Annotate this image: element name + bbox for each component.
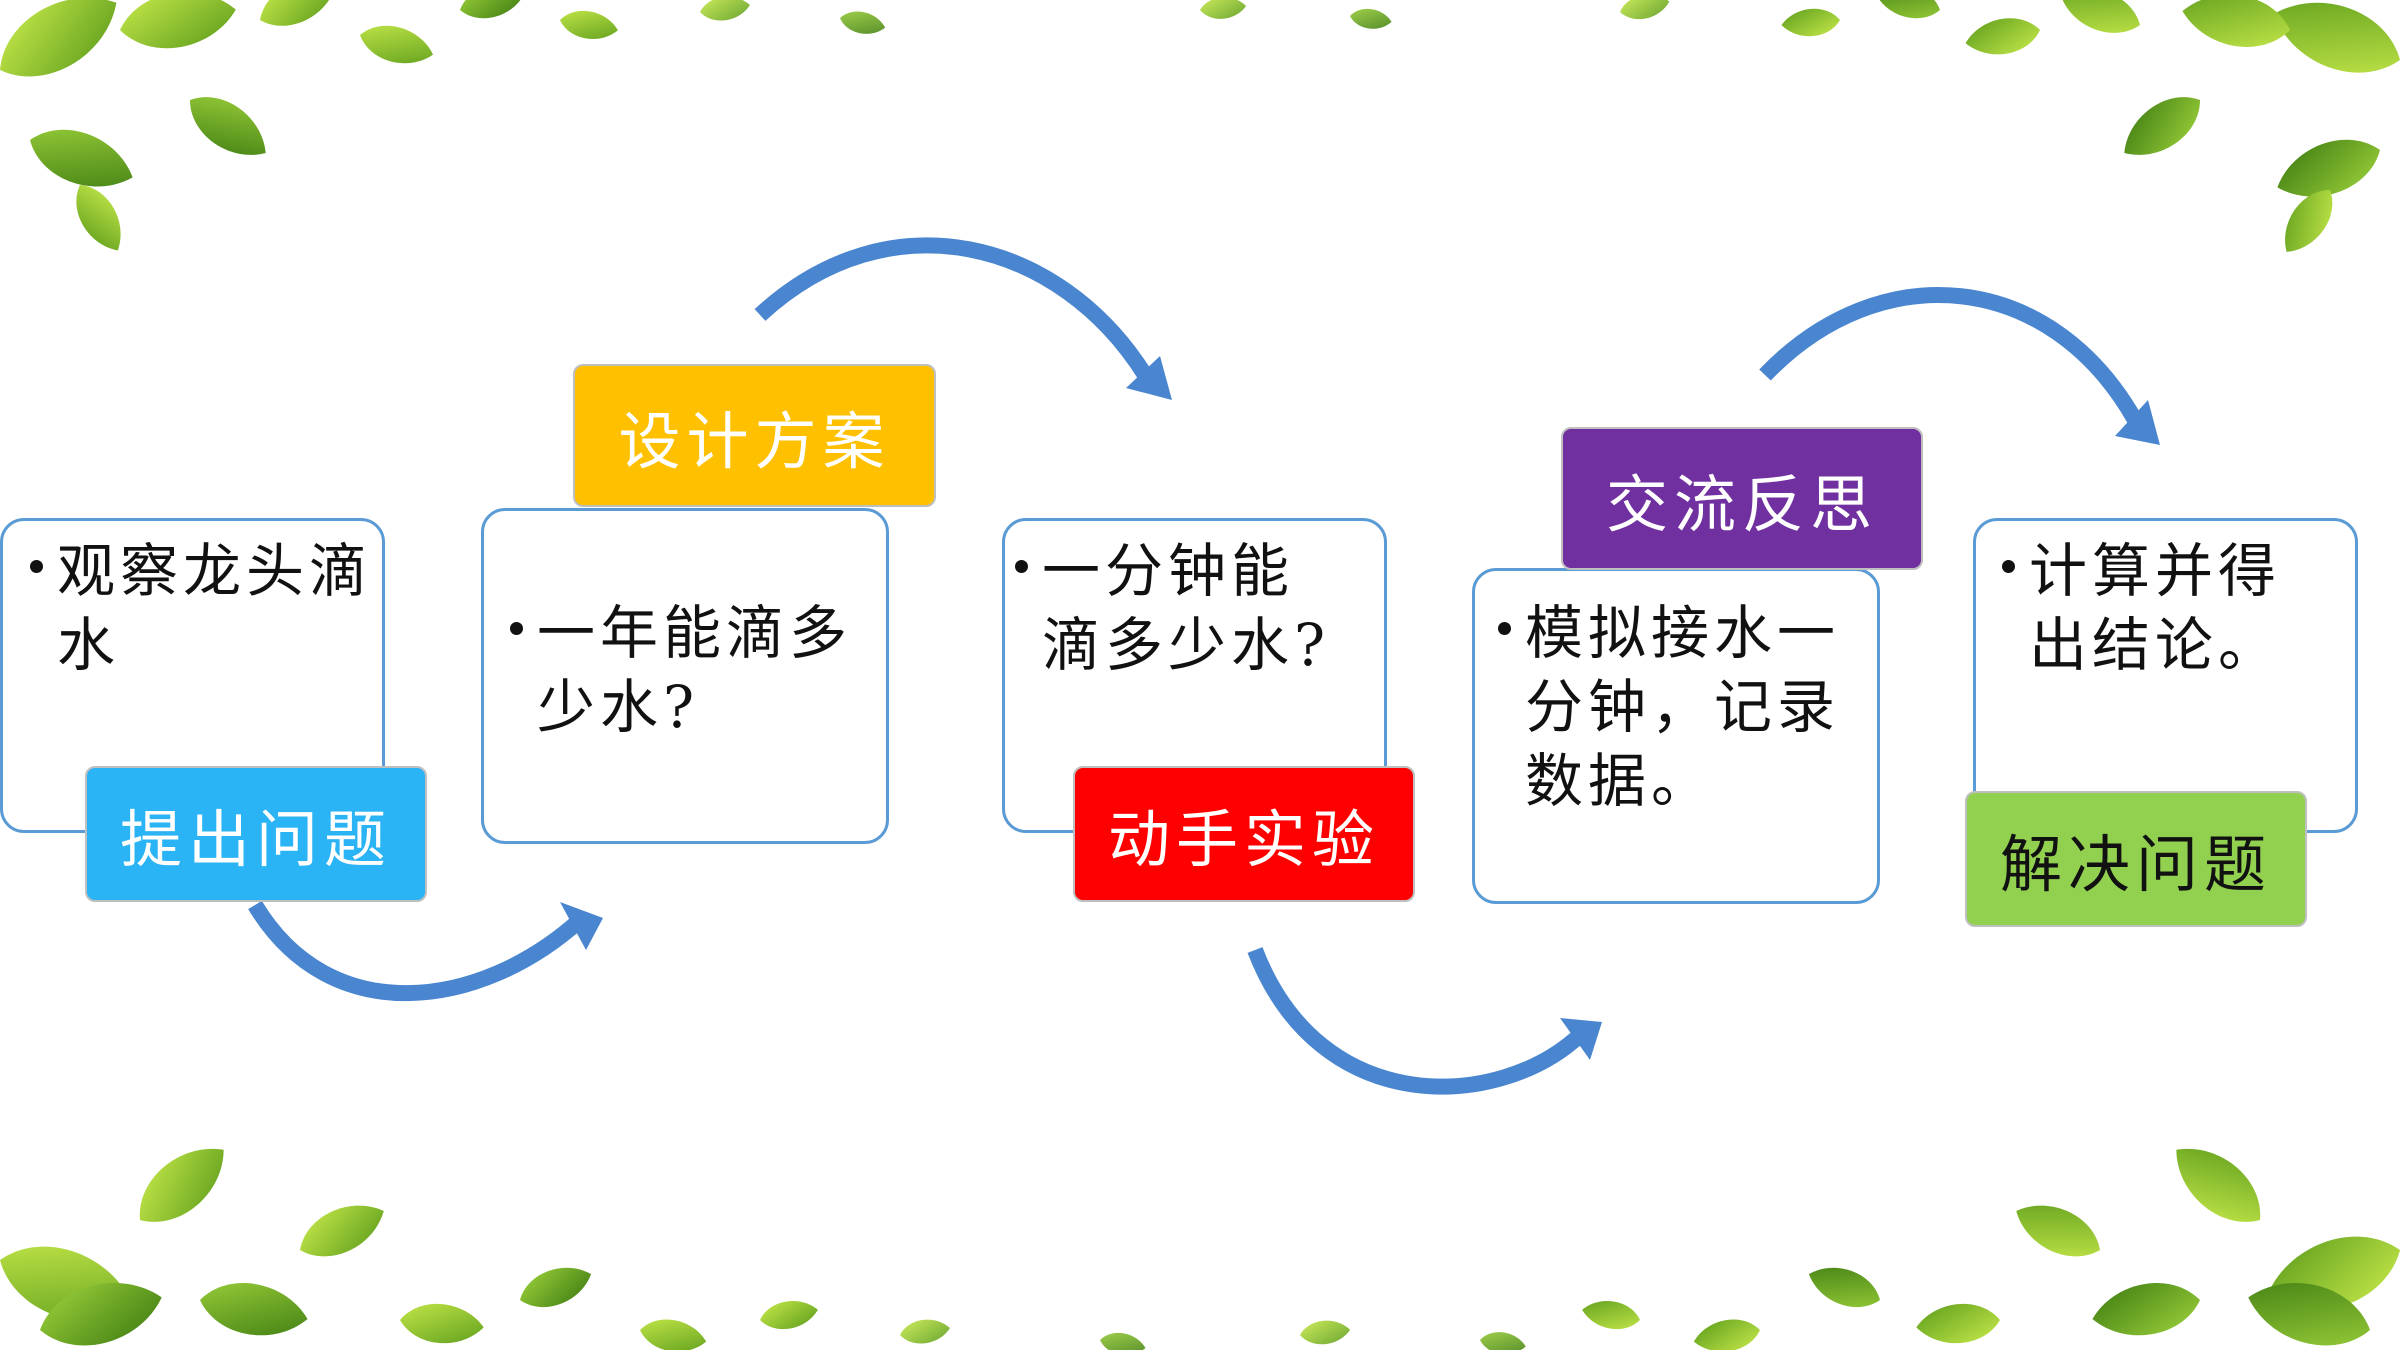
arrow-4-to-5	[1759, 287, 2142, 424]
step-3-label: 动手实验	[1073, 766, 1415, 902]
step-5-text: 计算并得 出结论。	[2029, 537, 2282, 679]
arrowhead-2	[1126, 356, 1172, 400]
step-3-text: 一分钟能 滴多少水?	[1042, 537, 1331, 679]
step-1-label: 提出问题	[85, 766, 427, 902]
arrow-3-to-4	[1247, 947, 1586, 1095]
leaves-top-middle	[698, 0, 1672, 39]
arrowhead-4	[2115, 400, 2160, 445]
leaves-top-right	[1780, 0, 2400, 262]
step-2-label: 设计方案	[573, 364, 936, 507]
bullet-dot	[1498, 622, 1511, 635]
step-1-bullet: 观察龙头滴 水	[30, 534, 375, 682]
step-4-label: 交流反思	[1561, 427, 1923, 570]
leaves-bottom-left	[0, 1130, 821, 1350]
arrowhead-3	[1560, 1018, 1602, 1060]
step-4-text: 模拟接水一 分钟，记录 数据。	[1525, 599, 1841, 815]
leaves-top-left	[0, 0, 621, 260]
leaves-bottom-middle	[898, 1316, 1528, 1350]
step-5-label: 解决问题	[1965, 791, 2307, 927]
leaves-bottom-right	[1579, 1130, 2400, 1350]
step-5-bullet: 计算并得 出结论。	[2002, 534, 2347, 682]
bullet-dot	[1015, 560, 1028, 573]
step-4-card	[1472, 568, 1880, 904]
arrowhead-1	[560, 902, 603, 950]
step-2-text: 一年能滴多 少水?	[537, 599, 853, 741]
bullet-dot	[30, 560, 43, 573]
step-2-card	[481, 508, 889, 844]
arrow-1-to-2	[248, 900, 586, 1002]
bullet-dot	[510, 622, 523, 635]
bullet-dot	[2002, 560, 2015, 573]
step-2-bullet: 一年能滴多 少水?	[510, 596, 880, 744]
step-3-bullet: 一分钟能 滴多少水?	[1015, 534, 1380, 682]
step-1-text: 观察龙头滴 水	[57, 537, 373, 679]
arrow-2-to-3	[754, 237, 1152, 380]
step-4-bullet: 模拟接水一 分钟，记录 数据。	[1498, 596, 1873, 818]
